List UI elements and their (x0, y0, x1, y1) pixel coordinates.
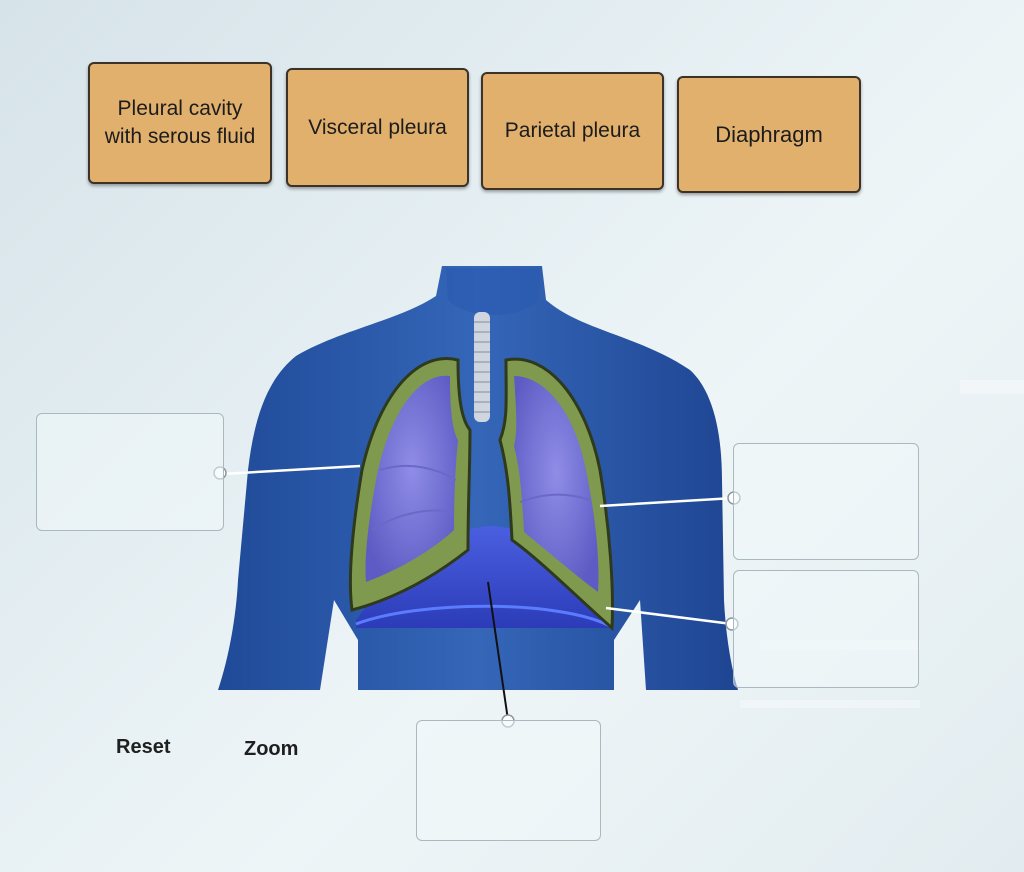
reset-button[interactable]: Reset (116, 736, 171, 758)
label-pleural-cavity[interactable]: Pleural cavity with serous fluid (88, 62, 272, 184)
label-pleural-cavity-text: Pleural cavity with serous fluid (104, 97, 256, 148)
label-diaphragm-text: Diaphragm (715, 121, 823, 147)
drop-zone-right-lower[interactable] (733, 570, 919, 688)
drop-zone-right-upper[interactable] (733, 443, 919, 560)
leader-line-bottom (487, 581, 509, 721)
trachea (474, 312, 490, 422)
leader-lines (221, 464, 735, 626)
label-visceral-pleura[interactable]: Visceral pleura (286, 68, 469, 187)
label-diaphragm[interactable]: Diaphragm (677, 76, 861, 193)
zoom-button[interactable]: Zoom (244, 738, 299, 760)
label-parietal-pleura[interactable]: Parietal pleura (481, 72, 664, 190)
label-visceral-pleura-text: Visceral pleura (308, 115, 447, 139)
label-parietal-pleura-text: Parietal pleura (504, 119, 641, 142)
diaphragm-edge (355, 604, 611, 628)
leader-line-right-2 (605, 606, 733, 626)
leader-line-right-1 (599, 496, 735, 508)
drop-zone-left[interactable] (36, 413, 224, 531)
left-lung (365, 375, 458, 582)
drop-zone-bottom[interactable] (416, 720, 601, 841)
right-lung (514, 376, 599, 592)
neck-shadow (446, 268, 540, 315)
leader-line-left (221, 464, 361, 476)
